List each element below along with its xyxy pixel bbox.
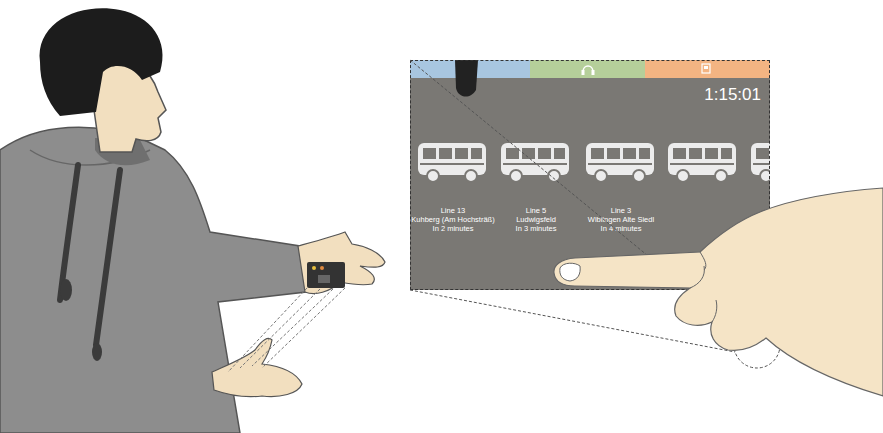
- tab-icon: [704, 66, 708, 69]
- departure-text: Wiblingen Alte Siedl: [575, 215, 667, 224]
- bus-departure-tile: Line 5LudwigsfeldIn 3 minutes: [490, 206, 582, 240]
- departure-text: In 3 minutes: [490, 224, 582, 233]
- tab-icon: [702, 64, 710, 73]
- bus-icon: [418, 143, 486, 182]
- zoom-leader: [410, 60, 780, 368]
- departure-text: In 4 minutes: [575, 224, 667, 233]
- projection-beam: [228, 288, 345, 372]
- bus-departure-tile: Line 3Wiblingen Alte SiedlIn 4 minutes: [575, 206, 667, 240]
- departure-text: In 2 minutes: [407, 224, 499, 233]
- finger-shadow: [455, 60, 478, 97]
- device-led: [320, 266, 324, 270]
- projected-screen: [410, 60, 770, 290]
- clock-time: 1:15:01: [704, 85, 761, 105]
- bus-icon: [586, 143, 654, 182]
- departure-text: Line 3: [575, 206, 667, 215]
- bus-departure-tile: Line 13Kuhberg (Am Hochsträß)In 2 minute…: [407, 206, 499, 240]
- departure-text: Ludwigsfeld: [490, 215, 582, 224]
- departure-text: Line 13: [407, 206, 499, 215]
- hoodie-body: [0, 127, 306, 433]
- tab-green: [530, 60, 645, 78]
- drawstring-toggle: [92, 343, 102, 361]
- fingernail: [560, 263, 580, 281]
- headphone-icon: [592, 70, 595, 75]
- drawstring: [96, 170, 120, 345]
- drawstring: [60, 165, 78, 300]
- tab-orange: [645, 60, 770, 78]
- bus-icon: [501, 143, 569, 182]
- projector-device: [307, 262, 345, 288]
- projected-screen-frame: 1:15:01Line 13Kuhberg (Am Hochsträß)In 2…: [410, 60, 770, 290]
- drawstring-toggle: [60, 279, 72, 301]
- lower-hand: [212, 338, 302, 396]
- headphone-icon: [582, 70, 585, 75]
- bus-icon: [751, 143, 770, 182]
- knuckle-line: [690, 252, 717, 322]
- departure-text: Kuhberg (Am Hochsträß): [407, 215, 499, 224]
- pointing-hand: [554, 188, 883, 396]
- palm: [298, 232, 385, 294]
- screen-background: [410, 60, 770, 290]
- device-chip: [318, 275, 330, 283]
- device-led: [312, 266, 316, 270]
- bus-icon: [668, 143, 736, 182]
- hair: [40, 8, 163, 116]
- departure-text: Line 5: [490, 206, 582, 215]
